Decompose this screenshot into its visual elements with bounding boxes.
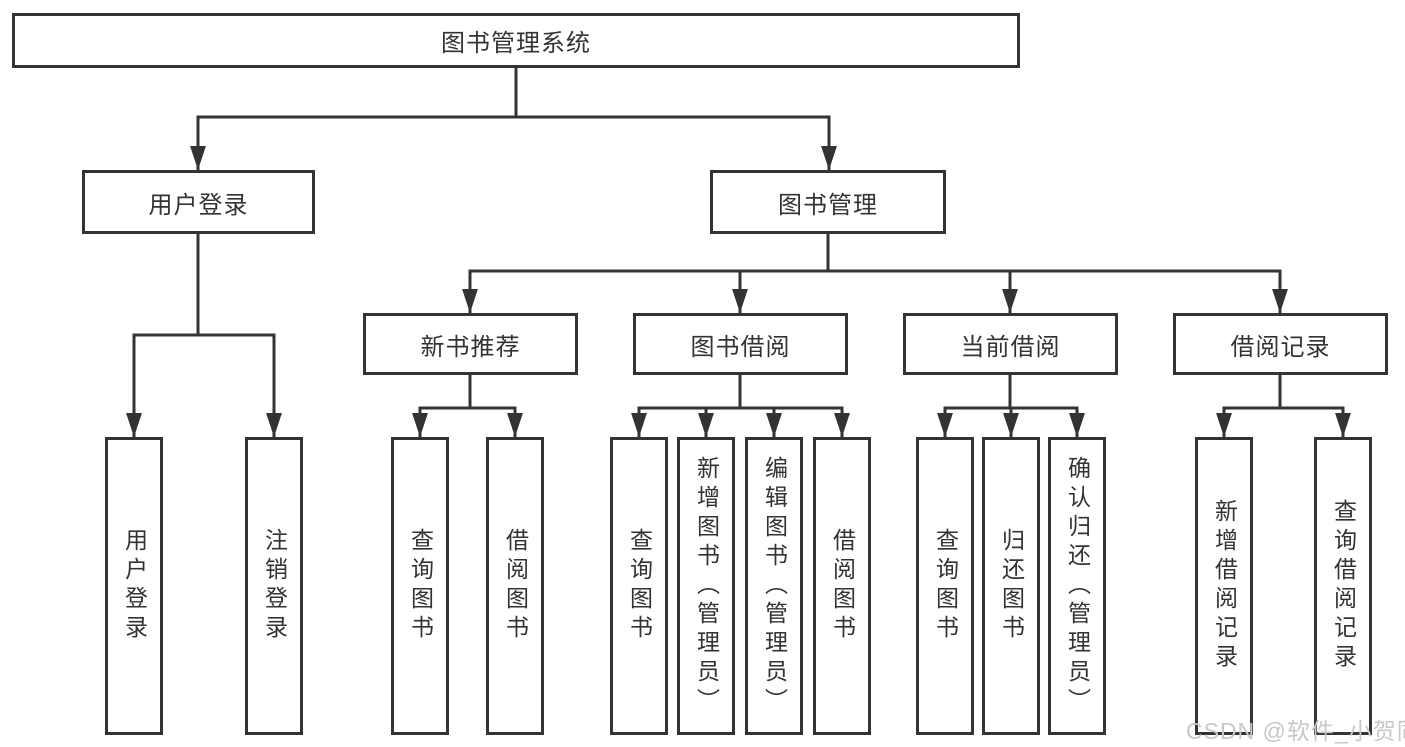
leaf-add-books-admin: 新增图书（管理员） [677,437,735,735]
node-book-management: 图书管理 [710,170,946,234]
leaf-user-login: 用户登录 [105,437,163,735]
connector-user-login-children [126,232,282,439]
leaf-logout: 注销登录 [245,437,303,735]
connector-new-book-recommend-children [412,373,523,439]
leaf-edit-books-admin: 编辑图书（管理员） [745,437,803,735]
node-current-borrowing: 当前借阅 [903,313,1118,375]
node-user-login: 用户登录 [82,170,315,234]
leaf-confirm-return-admin: 确认归还（管理员） [1048,437,1106,735]
connector-borrowing-records-children [1216,373,1351,439]
node-borrowing-records: 借阅记录 [1173,313,1388,375]
leaf-query-borrow-record: 查询借阅记录 [1314,437,1372,735]
leaf-add-borrow-record: 新增借阅记录 [1195,437,1253,735]
leaf-query-books-borrowing: 查询图书 [610,437,668,735]
connector-book-management-children [462,232,1288,315]
node-library-system: 图书管理系统 [12,13,1020,68]
leaf-query-books-current: 查询图书 [916,437,974,735]
leaf-borrow-books-recommend: 借阅图书 [486,437,544,735]
node-new-book-recommend: 新书推荐 [363,313,578,375]
connector-root-to-level2 [190,66,837,172]
leaf-borrow-books-borrowing: 借阅图书 [813,437,871,735]
csdn-watermark: CSDN @软件_小贺同学 [1186,718,1405,744]
node-book-borrowing: 图书借阅 [633,313,848,375]
leaf-query-books-recommend: 查询图书 [391,437,449,735]
leaf-return-books: 归还图书 [982,437,1040,735]
connector-current-borrowing-children [937,373,1085,439]
connector-book-borrowing-children [631,373,850,439]
